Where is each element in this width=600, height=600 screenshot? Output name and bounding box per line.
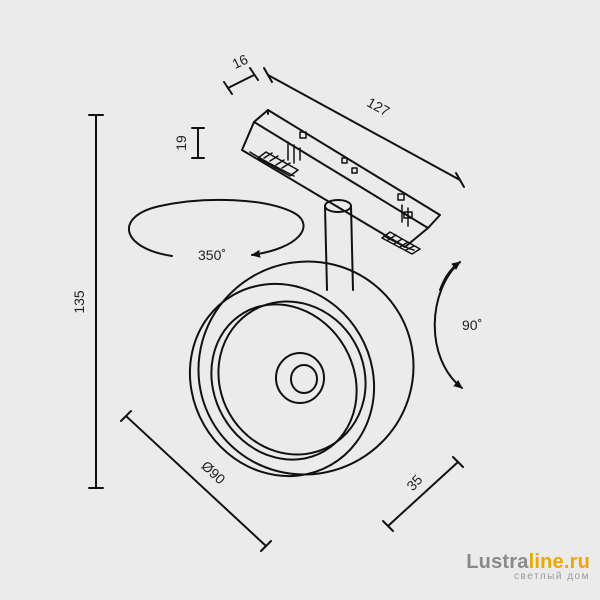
dim-length-label: 127 [364, 94, 392, 119]
dim-length-line [263, 67, 465, 188]
brand-name-part1: Lustra [466, 551, 529, 573]
tilt-label: 90˚ [462, 317, 482, 333]
lamp-head [188, 260, 415, 478]
mounting-stem [324, 199, 354, 291]
brand-tagline: светлый дом [514, 571, 590, 582]
dim-total-height-line [88, 114, 104, 489]
vent-grille-left [257, 151, 299, 177]
dim-track-height-label: 19 [173, 135, 189, 151]
dim-depth-line [382, 456, 464, 532]
dim-diameter-label: Ø90 [198, 457, 228, 487]
lens-outer [275, 352, 325, 404]
track-adapter [241, 109, 441, 255]
track-contacts [287, 131, 413, 227]
dim-depth-label: 35 [403, 471, 425, 493]
brand-logo: Lustraline.ru светлый дом [466, 551, 590, 582]
dim-diameter-line [120, 410, 272, 552]
brand-name: Lustraline.ru [466, 551, 590, 574]
dim-width-label: 16 [229, 51, 250, 72]
brand-name-part2: line.ru [528, 551, 590, 573]
lens-inner [290, 364, 318, 394]
dim-total-height-label: 135 [71, 290, 87, 314]
tilt-arrow [433, 261, 463, 389]
dim-track-height-line [191, 127, 205, 159]
rotation-arrow-horizontal [128, 198, 305, 258]
dim-width-line [223, 67, 259, 95]
vent-grille-right [381, 231, 421, 255]
rotation-label: 350˚ [198, 247, 226, 263]
